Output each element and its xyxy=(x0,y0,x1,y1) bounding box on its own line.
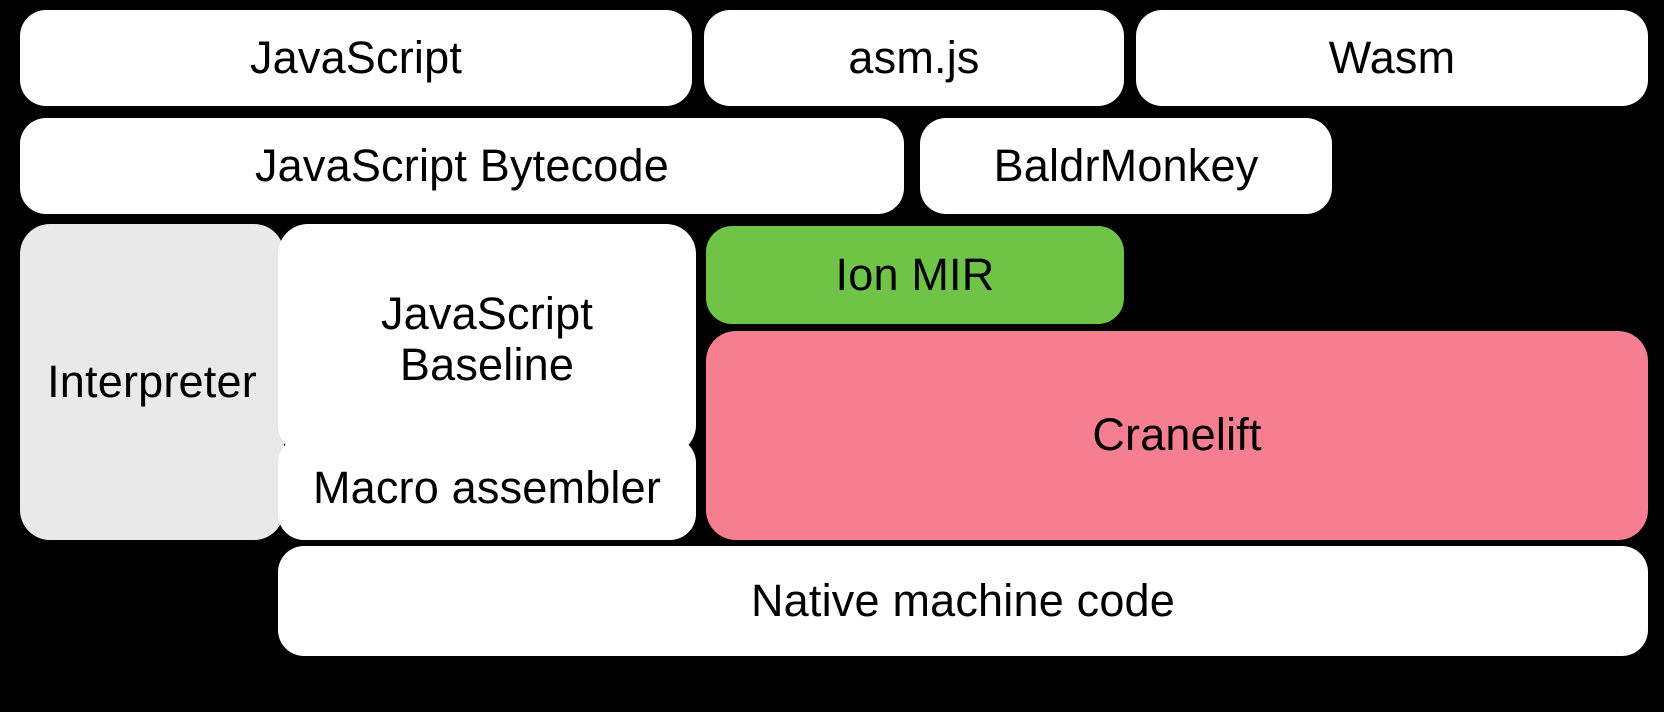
node-interpreter[interactable]: Interpreter xyxy=(20,224,284,540)
node-wasm[interactable]: Wasm xyxy=(1136,10,1648,106)
node-baldrmonkey[interactable]: BaldrMonkey xyxy=(920,118,1332,214)
node-native-machine-code[interactable]: Native machine code xyxy=(278,546,1648,656)
node-javascript[interactable]: JavaScript xyxy=(20,10,692,106)
node-javascript-baseline[interactable]: JavaScript Baseline xyxy=(278,224,696,455)
node-asm-js[interactable]: asm.js xyxy=(704,10,1124,106)
node-javascript-bytecode[interactable]: JavaScript Bytecode xyxy=(20,118,904,214)
node-ion-mir[interactable]: Ion MIR xyxy=(706,226,1124,324)
node-cranelift[interactable]: Cranelift xyxy=(706,331,1648,540)
node-macro-assembler[interactable]: Macro assembler xyxy=(278,437,696,540)
